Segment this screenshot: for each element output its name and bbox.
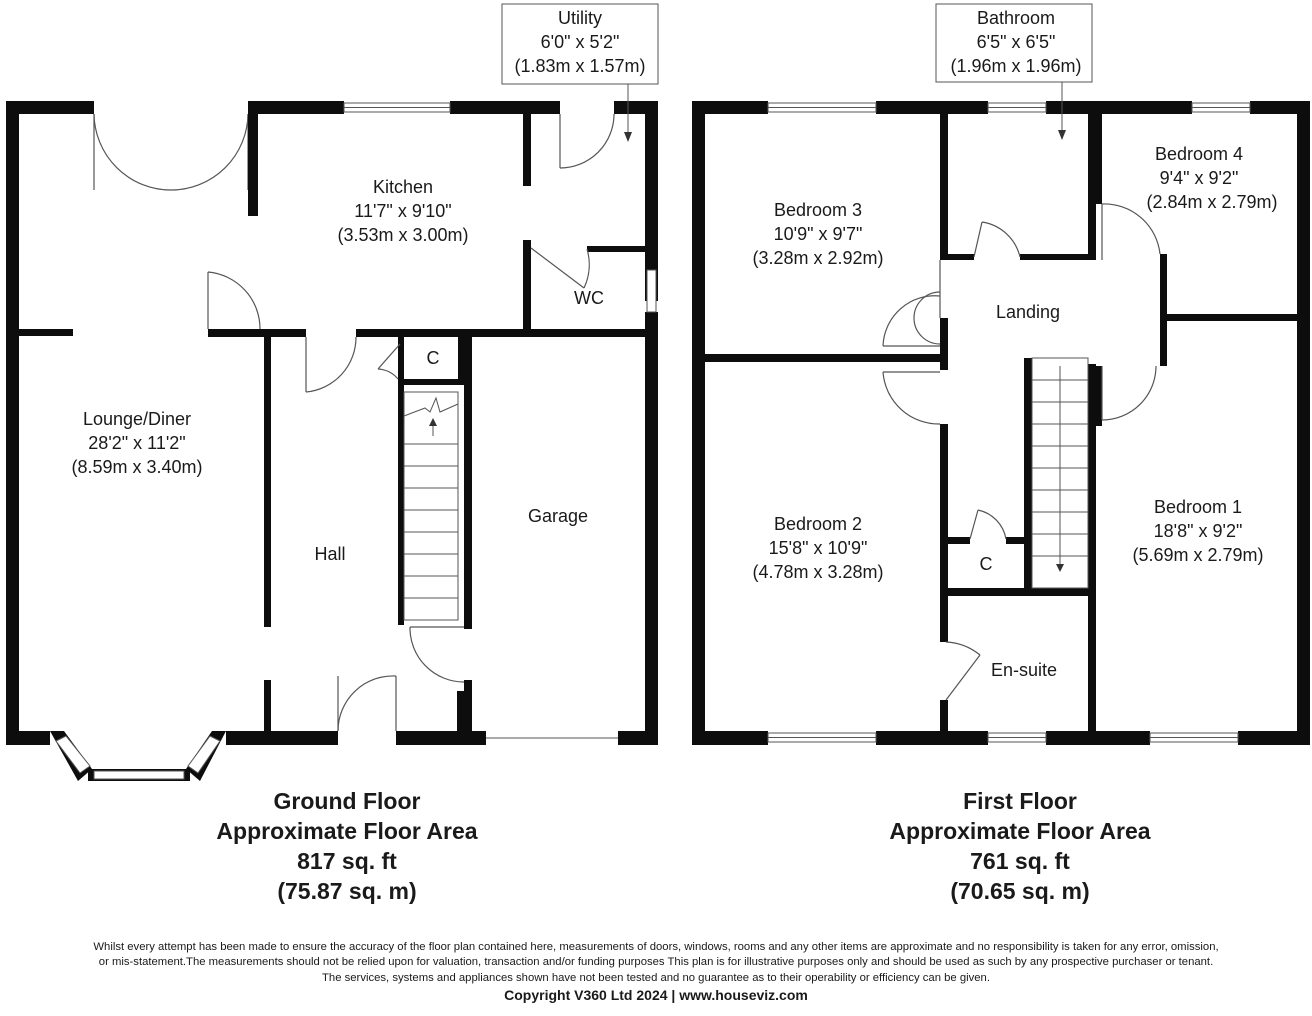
bathroom-dim-imperial: 6'5" x 6'5" — [977, 32, 1056, 52]
disclaimer-line-2: or mis-statement.The measurements should… — [98, 956, 1214, 969]
bedroom2-dim-imperial: 15'8" x 10'9" — [769, 538, 868, 558]
first-windows — [767, 102, 1251, 743]
ground-room-labels: Utility 6'0" x 5'2" (1.83m x 1.57m) Kitc… — [71, 8, 645, 564]
first-room-labels: Bathroom 6'5" x 6'5" (1.96m x 1.96m) Bed… — [752, 8, 1277, 680]
bedroom1-dim-imperial: 18'8" x 9'2" — [1154, 521, 1243, 541]
lounge-name: Lounge/Diner — [83, 409, 191, 429]
first-floor-area-sqft: 761 sq. ft — [970, 848, 1070, 874]
bedroom4-dim-metric: (2.84m x 2.79m) — [1146, 192, 1277, 212]
first-floor-summary: First Floor Approximate Floor Area 761 s… — [790, 786, 1250, 906]
ground-stairs — [403, 391, 459, 621]
hall-name: Hall — [314, 544, 345, 564]
bedroom1-name: Bedroom 1 — [1154, 497, 1242, 517]
copyright-notice: Copyright V360 Ltd 2024 | www.houseviz.c… — [504, 987, 808, 1004]
utility-callout — [501, 3, 659, 142]
ground-floor-subtitle: Approximate Floor Area — [216, 818, 478, 844]
lounge-dim-metric: (8.59m x 3.40m) — [71, 457, 202, 477]
ground-floor-plan: Utility 6'0" x 5'2" (1.83m x 1.57m) Kitc… — [6, 3, 659, 781]
bathroom-callout — [935, 3, 1093, 140]
bedroom3-name: Bedroom 3 — [774, 200, 862, 220]
utility-name: Utility — [558, 8, 602, 28]
kitchen-dim-metric: (3.53m x 3.00m) — [337, 225, 468, 245]
bedroom4-dim-imperial: 9'4" x 9'2" — [1160, 168, 1239, 188]
ground-floor-area-sqft: 817 sq. ft — [297, 848, 397, 874]
landing-name: Landing — [996, 302, 1060, 322]
disclaimer: Whilst every attempt has been made to en… — [16, 940, 1296, 1005]
first-doors — [882, 203, 1161, 701]
ground-floor-area-sqm: (75.87 sq. m) — [277, 878, 417, 904]
utility-dim-metric: (1.83m x 1.57m) — [514, 56, 645, 76]
kitchen-dim-imperial: 11'7" x 9'10" — [354, 201, 451, 221]
first-floor-title: First Floor — [963, 788, 1077, 814]
french-doors — [93, 113, 249, 191]
first-floor-subtitle: Approximate Floor Area — [889, 818, 1151, 844]
disclaimer-line-3: The services, systems and appliances sho… — [322, 971, 990, 984]
ensuite-name: En-suite — [991, 660, 1057, 680]
first-stairs — [1031, 357, 1089, 589]
first-floor-plan: Bathroom 6'5" x 6'5" (1.96m x 1.96m) Bed… — [692, 3, 1310, 745]
bedroom4-name: Bedroom 4 — [1155, 144, 1243, 164]
bay-window — [50, 731, 226, 781]
utility-dim-imperial: 6'0" x 5'2" — [541, 32, 620, 52]
kitchen-name: Kitchen — [373, 177, 433, 197]
disclaimer-line-1: Whilst every attempt has been made to en… — [93, 941, 1219, 953]
ground-outer-walls — [6, 101, 658, 745]
cupboard-ground-name: C — [427, 348, 440, 368]
bedroom3-dim-imperial: 10'9" x 9'7" — [774, 224, 863, 244]
wc-name: WC — [574, 288, 604, 308]
first-floor-area-sqm: (70.65 sq. m) — [950, 878, 1090, 904]
ground-floor-title: Ground Floor — [273, 788, 421, 814]
bathroom-dim-metric: (1.96m x 1.96m) — [950, 56, 1081, 76]
ground-doors — [207, 113, 615, 732]
bedroom2-dim-metric: (4.78m x 3.28m) — [752, 562, 883, 582]
bedroom2-name: Bedroom 2 — [774, 514, 862, 534]
garage-name: Garage — [528, 506, 588, 526]
bathroom-name: Bathroom — [977, 8, 1055, 28]
ground-floor-summary: Ground Floor Approximate Floor Area 817 … — [117, 786, 577, 906]
bedroom3-dim-metric: (3.28m x 2.92m) — [752, 248, 883, 268]
first-outer-walls — [692, 101, 1310, 745]
lounge-dim-imperial: 28'2" x 11'2" — [88, 433, 185, 453]
cupboard-first-name: C — [980, 554, 993, 574]
ground-internal-walls — [19, 114, 658, 731]
ground-windows — [343, 102, 657, 739]
bedroom1-dim-metric: (5.69m x 2.79m) — [1132, 545, 1263, 565]
first-internal-walls — [705, 114, 1297, 731]
